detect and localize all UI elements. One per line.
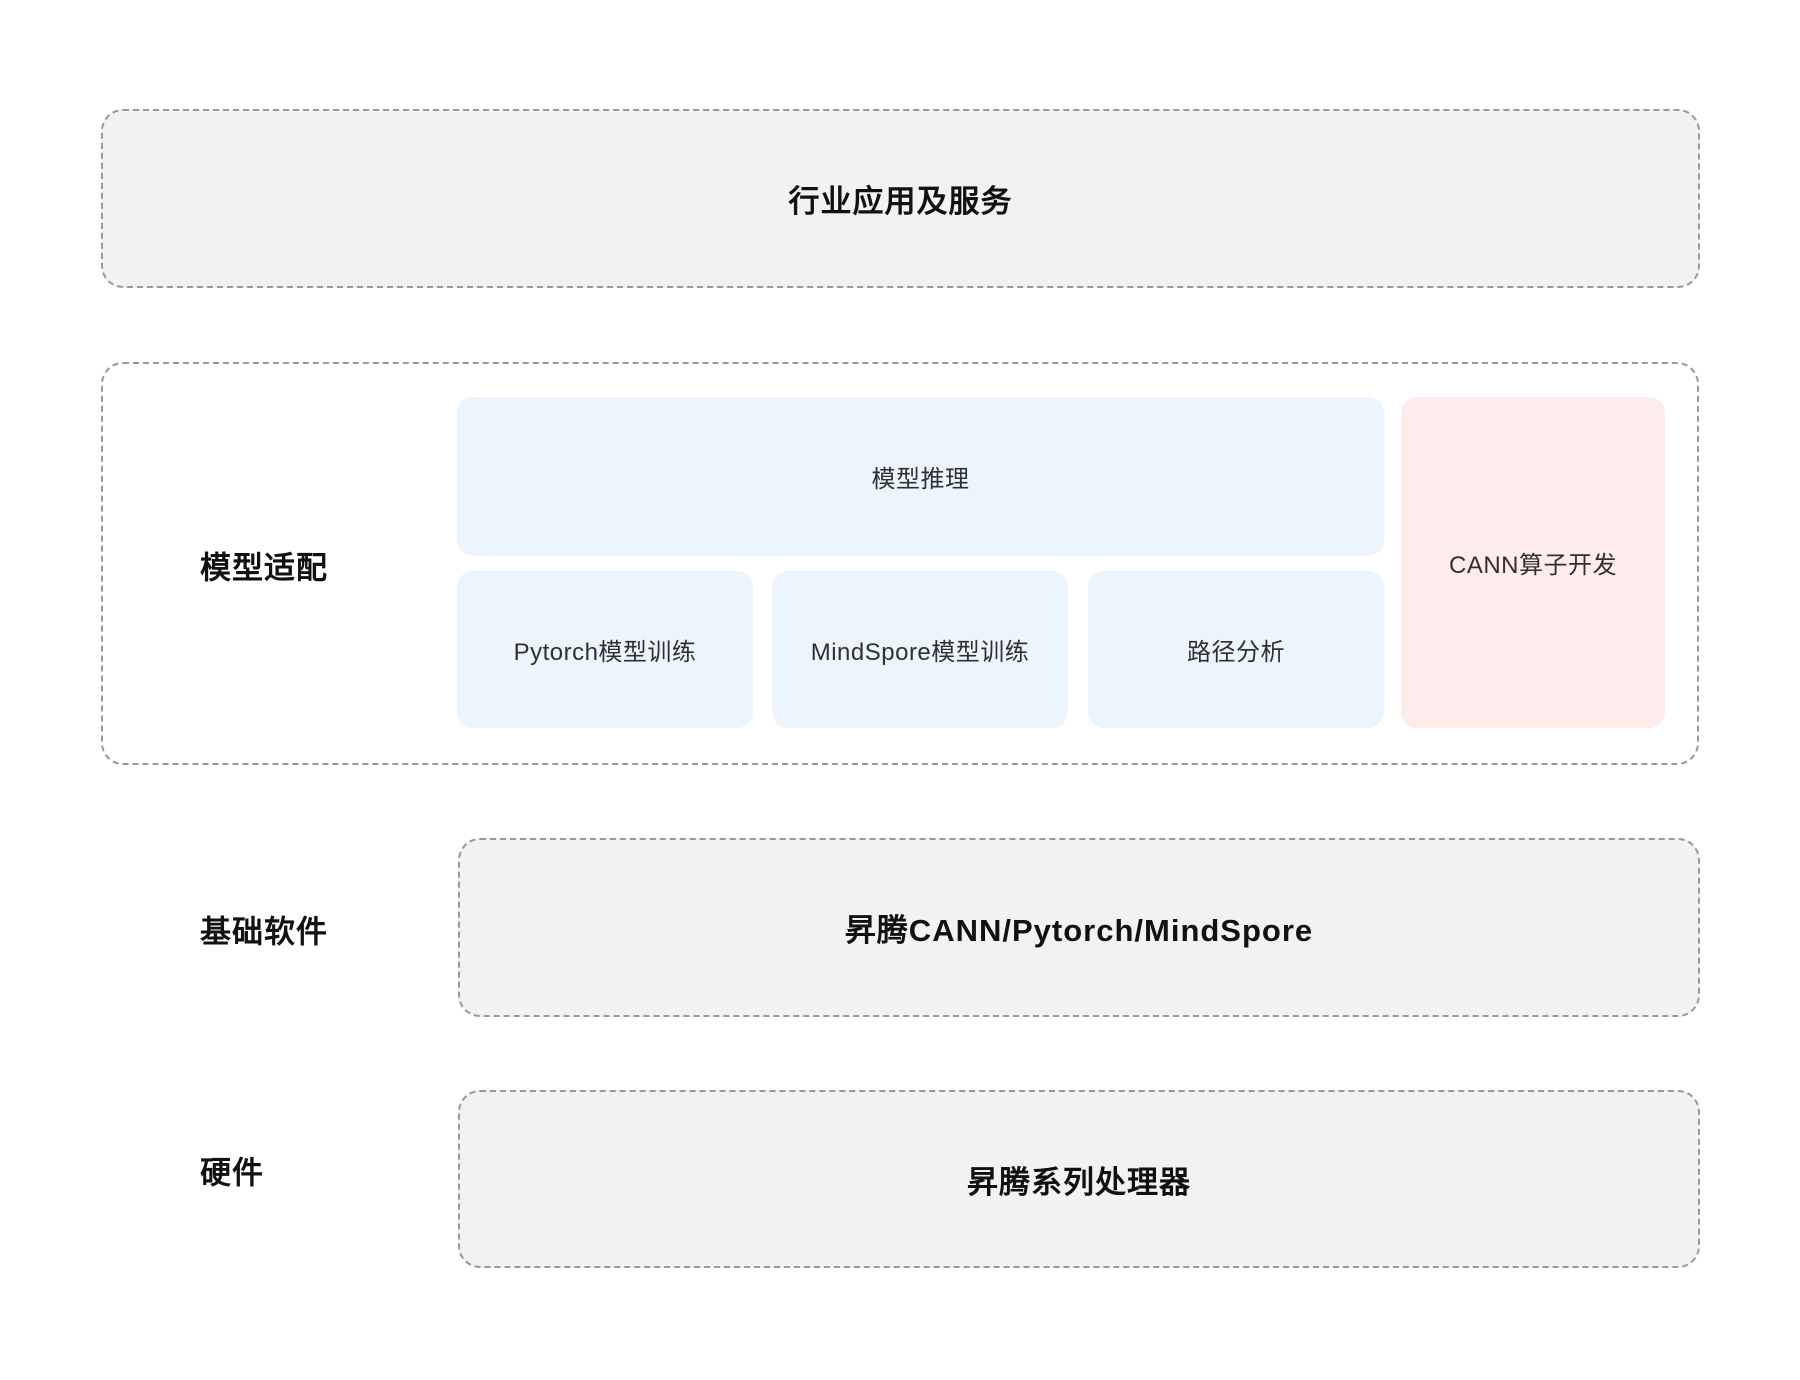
hardware-layer-box: 昇腾系列处理器	[458, 1090, 1700, 1268]
base-software-label: 基础软件	[200, 914, 328, 950]
hardware-label: 硬件	[200, 1155, 264, 1191]
cann-operator-dev-box: CANN算子开发	[1401, 397, 1665, 728]
pytorch-training-box: Pytorch模型训练	[457, 571, 753, 728]
base-software-layer-box: 昇腾CANN/Pytorch/MindSpore	[458, 838, 1700, 1017]
base-software-title: 昇腾CANN/Pytorch/MindSpore	[844, 913, 1314, 948]
hardware-title: 昇腾系列处理器	[967, 1164, 1191, 1200]
model-adaptation-layer-box	[101, 362, 1699, 765]
industry-apps-title: 行业应用及服务	[788, 184, 1013, 219]
industry-apps-layer-box: 行业应用及服务	[101, 109, 1700, 288]
path-analysis-box: 路径分析	[1088, 571, 1384, 728]
mindspore-training-box: MindSpore模型训练	[772, 571, 1068, 728]
model-adaptation-label: 模型适配	[200, 550, 328, 586]
model-inference-box: 模型推理	[457, 397, 1384, 556]
